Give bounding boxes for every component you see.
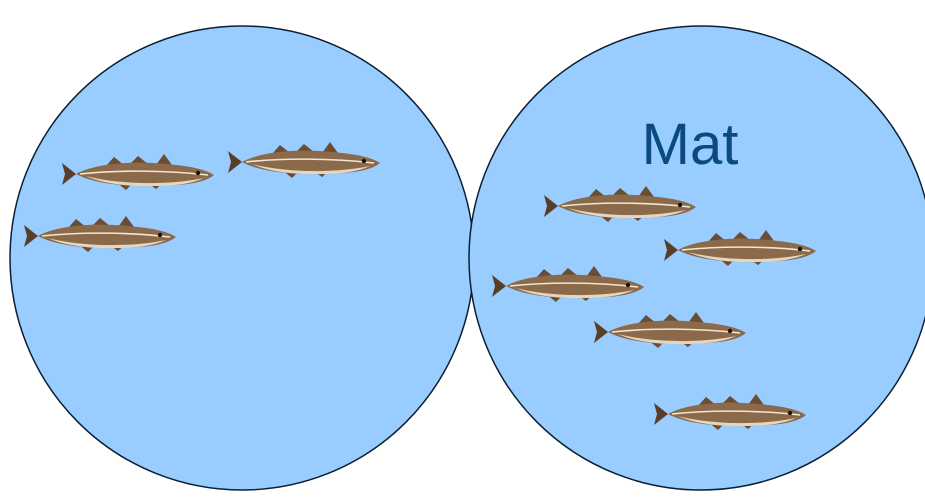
left-circle-shape	[10, 26, 474, 490]
right-circle-label: Mat	[642, 112, 739, 177]
right-circle: Mat	[469, 26, 925, 490]
left-circle	[10, 26, 474, 490]
